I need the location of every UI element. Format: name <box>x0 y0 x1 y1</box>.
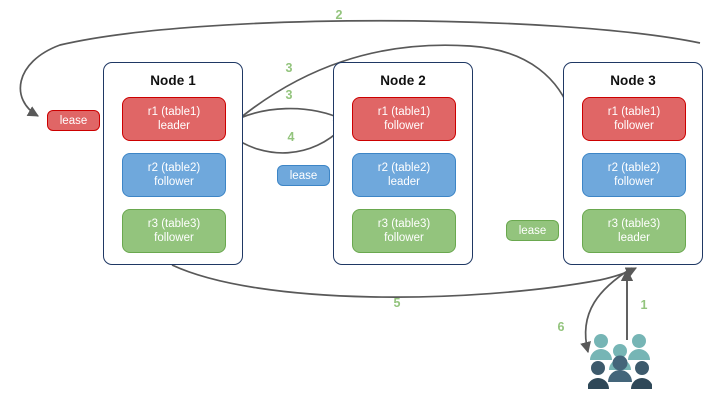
edge-step-5 <box>171 264 637 298</box>
replica-n1-r3[interactable]: r3 (table3) follower <box>122 209 226 253</box>
replica-name: r3 (table3) <box>607 218 661 230</box>
replica-name: r2 (table2) <box>607 162 661 174</box>
step-label-3b: 3 <box>285 88 293 102</box>
step-label-4: 4 <box>287 130 295 144</box>
replica-n1-r1[interactable]: r1 (table1) leader <box>122 97 226 141</box>
replica-n3-r2[interactable]: r2 (table2) follower <box>582 153 686 197</box>
replica-n2-r3[interactable]: r3 (table3) follower <box>352 209 456 253</box>
step-label-6: 6 <box>557 320 565 334</box>
replica-name: r2 (table2) <box>147 162 201 174</box>
replica-role: leader <box>388 176 420 188</box>
step-label-1: 1 <box>640 298 648 312</box>
node-box-1[interactable]: Node 1 r1 (table1) leader r2 (table2) fo… <box>103 62 243 265</box>
replica-name: r1 (table1) <box>607 106 661 118</box>
node-title: Node 2 <box>380 73 426 88</box>
lease-chip-blue[interactable]: lease <box>277 165 330 186</box>
replica-name: r1 (table1) <box>377 106 431 118</box>
edge-step-3-node2 <box>225 107 346 126</box>
replica-name: r1 (table1) <box>147 106 201 118</box>
replica-role: follower <box>154 232 194 244</box>
node-box-3[interactable]: Node 3 r1 (table1) follower r2 (table2) … <box>563 62 703 265</box>
node-box-2[interactable]: Node 2 r1 (table1) follower r2 (table2) … <box>333 62 473 265</box>
replica-role: follower <box>154 176 194 188</box>
users-group-icon <box>588 334 652 389</box>
replica-role: follower <box>384 120 424 132</box>
replica-role: leader <box>158 120 190 132</box>
lease-label: lease <box>518 224 547 237</box>
lease-chip-green[interactable]: lease <box>506 220 559 241</box>
replica-n1-r2[interactable]: r2 (table2) follower <box>122 153 226 197</box>
replica-n2-r2[interactable]: r2 (table2) leader <box>352 153 456 197</box>
step-label-2: 2 <box>335 8 343 22</box>
replica-name: r2 (table2) <box>377 162 431 174</box>
replica-n3-r3[interactable]: r3 (table3) leader <box>582 209 686 253</box>
node-title: Node 1 <box>150 73 196 88</box>
lease-chip-red[interactable]: lease <box>47 110 100 131</box>
node-title: Node 3 <box>610 73 656 88</box>
replica-name: r3 (table3) <box>147 218 201 230</box>
lease-label: lease <box>59 114 88 127</box>
step-label-5: 5 <box>393 296 401 310</box>
lease-label: lease <box>289 169 318 182</box>
replica-role: follower <box>384 232 424 244</box>
replica-role: follower <box>614 120 654 132</box>
replica-n2-r1[interactable]: r1 (table1) follower <box>352 97 456 141</box>
replica-name: r3 (table3) <box>377 218 431 230</box>
replica-role: follower <box>614 176 654 188</box>
replica-n3-r1[interactable]: r1 (table1) follower <box>582 97 686 141</box>
replica-role: leader <box>618 232 650 244</box>
step-label-3a: 3 <box>285 61 293 75</box>
